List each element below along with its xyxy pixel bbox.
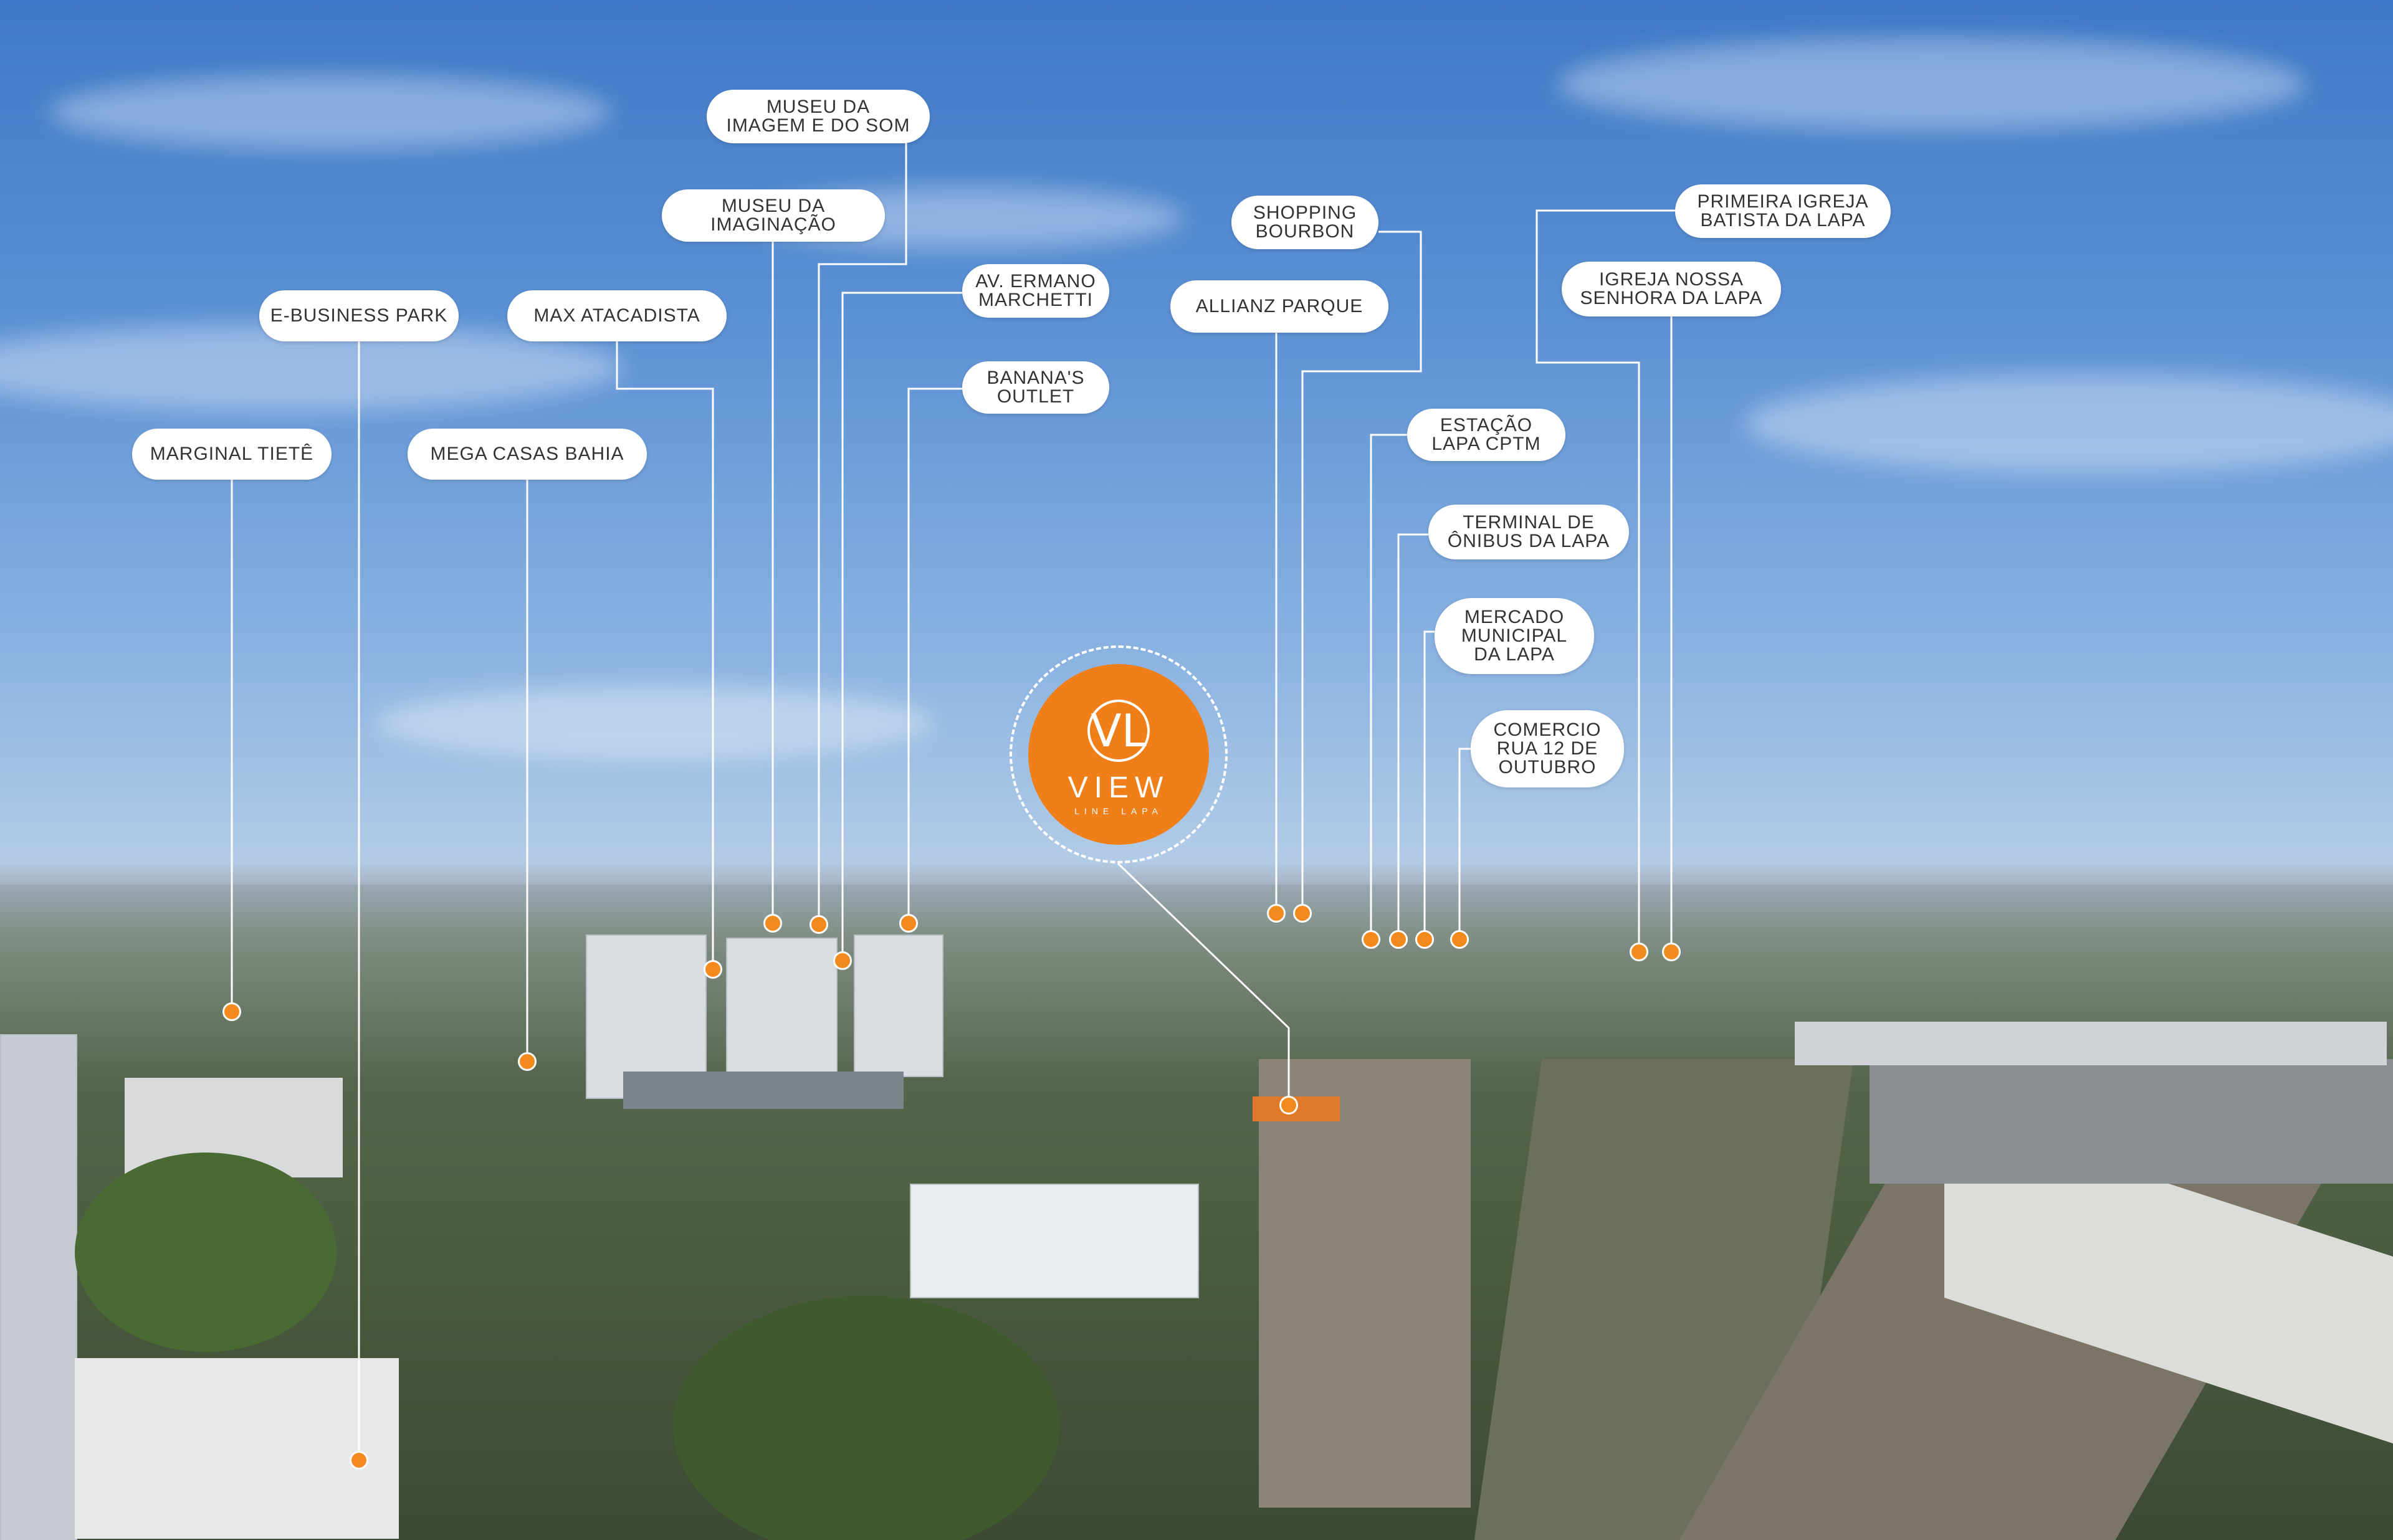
view-line-lapa-logo: VL VIEW LINE LAPA [1028,664,1209,845]
label-primeira-igreja-batista: PRIMEIRA IGREJA BATISTA DA LAPA [1675,184,1891,238]
marker-dot [1293,904,1312,923]
marker-dot [1362,930,1380,949]
marker-dot [899,914,918,933]
cloud [374,685,935,760]
cloud [1558,37,2306,131]
marker-dot [833,951,852,970]
label-mega-casas-bahia: MEGA CASAS BAHIA [408,429,647,480]
marker-dot [1389,930,1408,949]
label-museu-imagem-som: MUSEU DA IMAGEM E DO SOM [707,90,930,143]
label-e-business-park: E-BUSINESS PARK [259,290,459,341]
label-comercio-rua-12: COMERCIO RUA 12 DE OUTUBRO [1471,710,1624,787]
label-marginal-tiete: MARGINAL TIETÊ [132,429,332,480]
tall-building [0,1034,77,1540]
solar-roof [75,1358,399,1539]
residential-tower [726,938,838,1077]
label-igreja-nossa-senhora: IGREJA NOSSA SENHORA DA LAPA [1562,262,1781,316]
marker-dot [1450,930,1469,949]
industrial-roofs [1795,1022,2387,1065]
marker-dot [1630,943,1648,961]
tree-cluster [673,1296,1059,1540]
marker-dot [222,1002,241,1021]
label-museu-imaginacao: MUSEU DA IMAGINAÇÃO [662,189,885,242]
vl-monogram-icon: VL [1087,699,1150,762]
industrial-sheds [1870,1059,2393,1184]
residential-tower [854,934,943,1077]
label-estacao-lapa-cptm: ESTAÇÃO LAPA CPTM [1407,409,1565,461]
residential-blocks [1259,1059,1471,1508]
label-shopping-bourbon: SHOPPING BOURBON [1231,196,1378,249]
logo-ring [1010,645,1228,863]
marker-dot [1662,943,1681,961]
marker-dot [810,915,828,934]
label-allianz-parque: ALLIANZ PARQUE [1170,280,1388,333]
label-av-ermano-marchetti: AV. ERMANO MARCHETTI [962,264,1109,318]
marker-dot [763,914,782,933]
label-terminal-onibus-lapa: TERMINAL DE ÔNIBUS DA LAPA [1428,505,1629,559]
logo-subtitle: LINE LAPA [1074,806,1163,816]
cloud [1745,374,2393,473]
marker-dot [350,1451,368,1470]
label-mercado-municipal: MERCADO MUNICIPAL DA LAPA [1435,598,1594,674]
label-max-atacadista: MAX ATACADISTA [507,290,727,341]
warehouse-building [910,1184,1199,1298]
tree-cluster [75,1153,337,1352]
marker-dot [518,1052,537,1071]
logo-name: VIEW [1068,771,1170,804]
marker-dot [1415,930,1434,949]
label-bananas-outlet: BANANA'S OUTLET [962,361,1109,414]
marker-dot [1267,904,1286,923]
marker-dot [704,960,722,979]
marker-dot-project [1279,1096,1298,1115]
cloud [50,75,611,150]
parking-structure [623,1072,904,1109]
